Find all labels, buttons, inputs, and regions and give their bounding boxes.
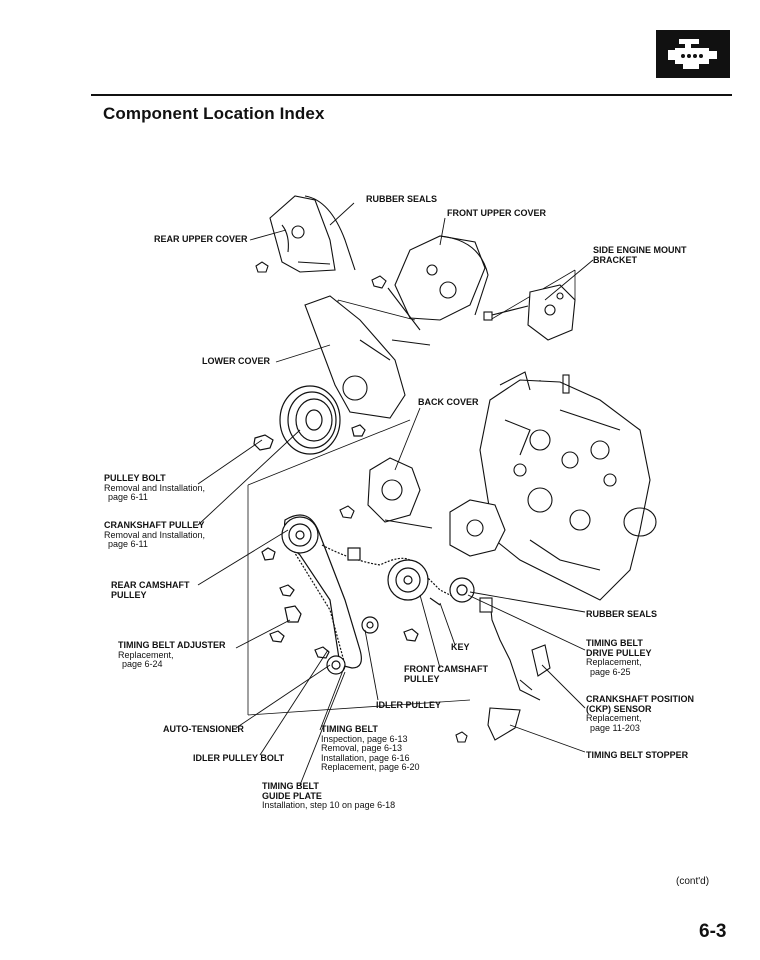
crankshaft-pulley [253,385,366,455]
label-idler-pulley: IDLER PULLEY [376,700,442,710]
label-side-engine-mount-bracket: SIDE ENGINE MOUNT BRACKET [593,245,687,265]
label-rubber-seals-top: RUBBER SEALS [366,194,438,204]
label-rear-camshaft-pulley: REAR CAMSHAFT PULLEY [111,580,190,600]
label-rear-upper-cover: REAR UPPER COVER [154,234,248,244]
header-rule [91,94,732,96]
label-timing-belt-guide-plate: TIMING BELT GUIDE PLATE Installation, st… [262,781,396,811]
label-timing-belt: TIMING BELT Inspection, page 6-13 Remova… [321,724,420,773]
label-front-upper-cover: FRONT UPPER COVER [447,208,547,218]
continued-note: (cont'd) [676,876,710,887]
leader-lines [197,202,594,786]
label-timing-belt-adjuster: TIMING BELT ADJUSTER Replacement, page 6… [118,640,226,670]
back-cover [339,457,433,529]
front-upper-cover [371,235,489,331]
label-lower-cover: LOWER COVER [202,356,271,366]
label-key: KEY [451,642,470,652]
label-idler-pulley-bolt: IDLER PULLEY BOLT [193,753,285,763]
engine-block [449,371,657,601]
label-pulley-bolt: PULLEY BOLT Removal and Installation, pa… [104,473,206,503]
rear-upper-cover [255,195,356,273]
label-ckp-sensor: CRANKSHAFT POSITION (CKP) SENSOR Replace… [586,694,694,733]
label-auto-tensioner: AUTO-TENSIONER [163,724,244,734]
label-timing-belt-drive-pulley: TIMING BELT DRIVE PULLEY Replacement, pa… [586,638,652,677]
label-timing-belt-stopper: TIMING BELT STOPPER [586,750,689,760]
timing-belt-assembly [261,514,475,675]
label-front-camshaft-pulley: FRONT CAMSHAFT PULLEY [404,664,488,684]
engine-icon [668,39,717,69]
engine-section-badge [656,30,730,78]
page-number: 6-3 [699,921,727,942]
label-back-cover: BACK COVER [418,397,479,407]
label-crankshaft-pulley: CRANKSHAFT PULLEY Removal and Installati… [104,520,206,550]
label-rubber-seals-bottom: RUBBER SEALS [586,609,658,619]
page-title: Component Location Index [103,104,325,123]
lower-cover [304,295,431,419]
side-engine-mount-bracket [483,284,576,341]
